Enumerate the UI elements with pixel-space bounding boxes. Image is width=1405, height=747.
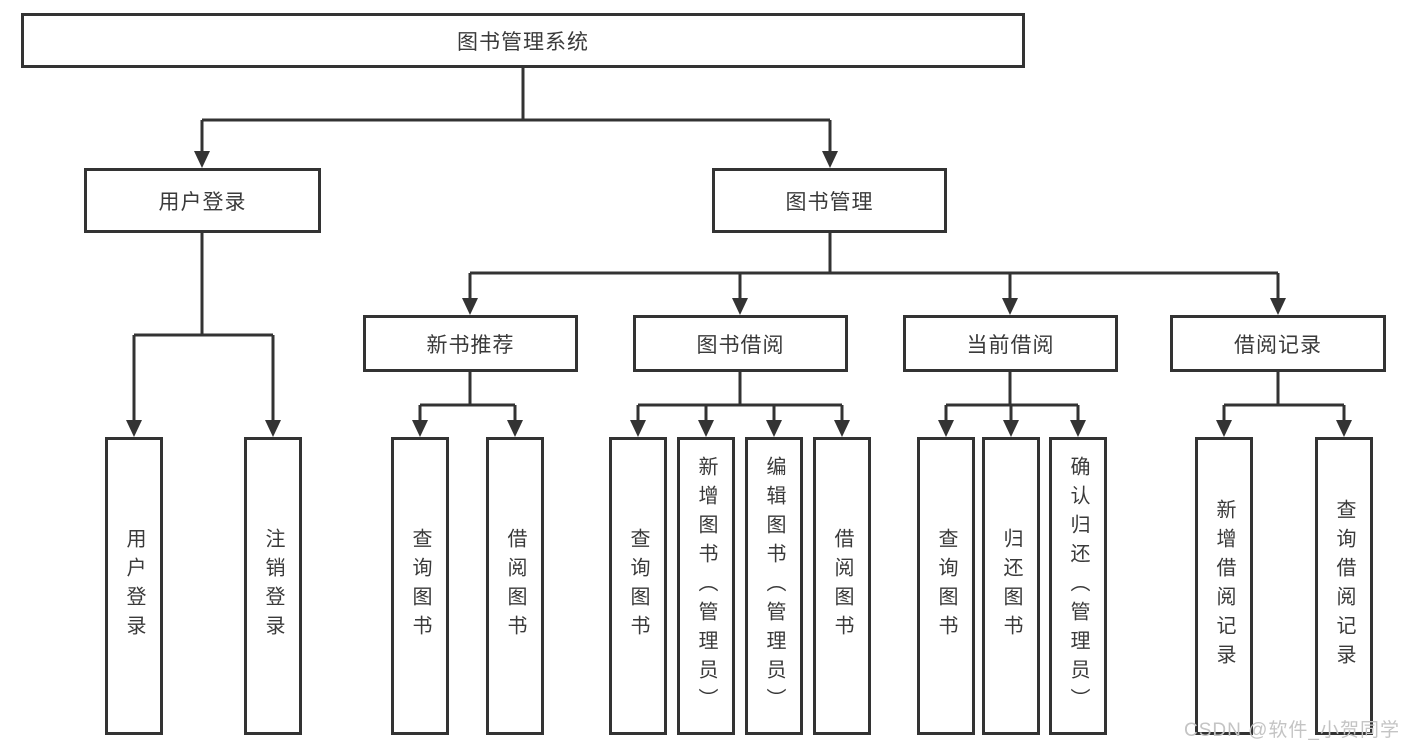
node-library-management-system: 图书管理系统	[21, 13, 1025, 68]
node-leaf-query-books-current: 查询图书	[917, 437, 975, 735]
node-leaf-return-books: 归还图书	[982, 437, 1040, 735]
node-label: 图书借阅	[696, 333, 785, 357]
node-leaf-confirm-return-admin: 确认归还（管理员）	[1049, 437, 1107, 735]
node-label: 查询图书	[935, 528, 957, 644]
node-label: 图书管理系统	[457, 30, 589, 54]
arrowhead-icons	[126, 151, 1352, 437]
node-label: 归还图书	[1000, 528, 1022, 644]
node-label: 确认归还（管理员）	[1067, 455, 1089, 717]
node-label: 借阅记录	[1234, 333, 1322, 357]
node-book-management: 图书管理	[712, 168, 947, 233]
node-current-borrow: 当前借阅	[903, 315, 1118, 372]
node-label: 用户登录	[158, 190, 247, 214]
node-label: 新增借阅记录	[1213, 499, 1235, 673]
node-label: 注销登录	[262, 528, 284, 644]
node-label: 编辑图书（管理员）	[763, 455, 785, 717]
node-borrow-records: 借阅记录	[1170, 315, 1386, 372]
node-leaf-add-books-admin: 新增图书（管理员）	[677, 437, 735, 735]
node-label: 借阅图书	[831, 528, 853, 644]
node-leaf-add-borrow-record: 新增借阅记录	[1195, 437, 1253, 735]
node-label: 查询图书	[627, 528, 649, 644]
node-leaf-query-books-recommend: 查询图书	[391, 437, 449, 735]
node-leaf-user-login: 用户登录	[105, 437, 163, 735]
csdn-watermark: CSDN @软件_小贺同学	[1184, 720, 1400, 741]
node-leaf-logout: 注销登录	[244, 437, 302, 735]
node-label: 查询借阅记录	[1333, 499, 1355, 673]
node-label: 用户登录	[123, 528, 145, 644]
node-leaf-borrow-books: 借阅图书	[813, 437, 871, 735]
node-leaf-borrow-books-recommend: 借阅图书	[486, 437, 544, 735]
node-user-login: 用户登录	[84, 168, 321, 233]
node-label: 新增图书（管理员）	[695, 455, 717, 717]
node-new-book-recommend: 新书推荐	[363, 315, 578, 372]
node-label: 查询图书	[409, 528, 431, 644]
node-label: 借阅图书	[504, 528, 526, 644]
node-label: 当前借阅	[966, 333, 1055, 357]
node-label: 图书管理	[785, 190, 874, 214]
node-leaf-query-borrow-record: 查询借阅记录	[1315, 437, 1373, 735]
node-leaf-edit-books-admin: 编辑图书（管理员）	[745, 437, 803, 735]
node-label: 新书推荐	[426, 333, 515, 357]
node-leaf-query-books-borrow: 查询图书	[609, 437, 667, 735]
node-book-borrow: 图书借阅	[633, 315, 848, 372]
